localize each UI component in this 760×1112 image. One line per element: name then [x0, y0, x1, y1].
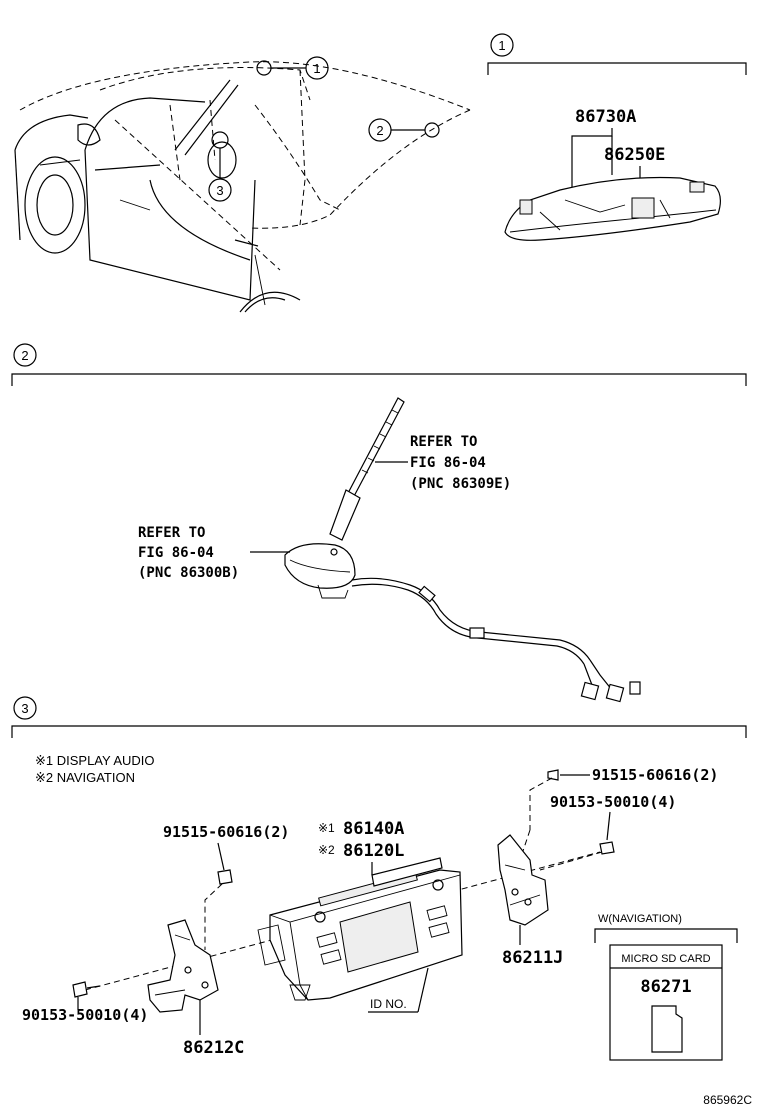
section-1-header: 1	[487, 33, 747, 75]
micro-sd-card-icon	[651, 1005, 683, 1053]
antenna-cable-illustration	[351, 577, 641, 703]
ref-lower-line-2: FIG 86-04	[138, 545, 214, 561]
section-3-header: 3	[11, 696, 747, 738]
screw-left-illustration	[204, 842, 233, 950]
ref-lower-line-1: REFER TO	[138, 525, 205, 541]
navigation-box-title: W(NAVIGATION)	[598, 913, 682, 925]
overhead-console-illustration	[504, 128, 721, 241]
reference-note-upper: REFER TO FIG 86-04 (PNC 86309E)	[375, 434, 511, 492]
note-marker-2: ※2	[318, 843, 335, 857]
note-display-audio: ※1 DISPLAY AUDIO	[35, 753, 155, 768]
bolt-left-illustration	[72, 981, 101, 1010]
part-label-86250e: 86250E	[604, 145, 665, 165]
ref-upper-line-3: (PNC 86309E)	[410, 476, 511, 492]
head-unit-illustration	[257, 857, 463, 1001]
callout-1-on-car: 1	[256, 56, 329, 80]
figure-id: 865962C	[703, 1093, 752, 1107]
part-label-86140a: 86140A	[343, 819, 404, 839]
micro-sd-label: MICRO SD CARD	[621, 953, 710, 965]
part-label-90153-50010-left: 90153-50010(4)	[22, 1006, 148, 1024]
antenna-mast-illustration	[329, 397, 405, 541]
navigation-option-box: W(NAVIGATION) MICRO SD CARD 86271	[594, 913, 738, 1061]
part-label-86211j: 86211J	[502, 948, 563, 968]
bracket-right-illustration	[497, 834, 549, 945]
id-number-label: ID NO.	[370, 997, 407, 1011]
car-overview-illustration	[14, 61, 471, 313]
callout-label-2: 2	[376, 123, 383, 138]
callout-label-1: 1	[313, 61, 320, 76]
screw-top-right-illustration	[519, 769, 590, 861]
part-label-86271: 86271	[640, 977, 691, 997]
section-2-marker: 2	[21, 348, 28, 363]
part-label-91515-60616-left: 91515-60616(2)	[163, 823, 289, 841]
id-number-callout: ID NO.	[368, 967, 429, 1013]
bolt-right-illustration	[539, 811, 615, 871]
ref-upper-line-1: REFER TO	[410, 434, 477, 450]
section-2-header: 2	[11, 343, 747, 386]
section-1-marker: 1	[498, 38, 505, 53]
part-label-86120l: 86120L	[343, 841, 404, 861]
part-label-91515-60616-right: 91515-60616(2)	[592, 766, 718, 784]
part-label-86730a: 86730A	[575, 107, 636, 127]
callout-2-on-car: 2	[368, 118, 440, 142]
ref-upper-line-2: FIG 86-04	[410, 455, 486, 471]
callout-label-3: 3	[216, 183, 223, 198]
ref-lower-line-3: (PNC 86300B)	[138, 565, 239, 581]
reference-note-lower: REFER TO FIG 86-04 (PNC 86300B)	[138, 525, 290, 581]
section-3-marker: 3	[21, 701, 28, 716]
note-navigation: ※2 NAVIGATION	[35, 770, 135, 785]
bracket-left-illustration	[147, 919, 219, 1035]
part-label-86212c: 86212C	[183, 1038, 244, 1058]
note-marker-1: ※1	[318, 821, 335, 835]
antenna-base-illustration	[284, 543, 356, 599]
part-label-90153-50010-right: 90153-50010(4)	[550, 793, 676, 811]
callout-3-on-car: 3	[208, 131, 232, 202]
